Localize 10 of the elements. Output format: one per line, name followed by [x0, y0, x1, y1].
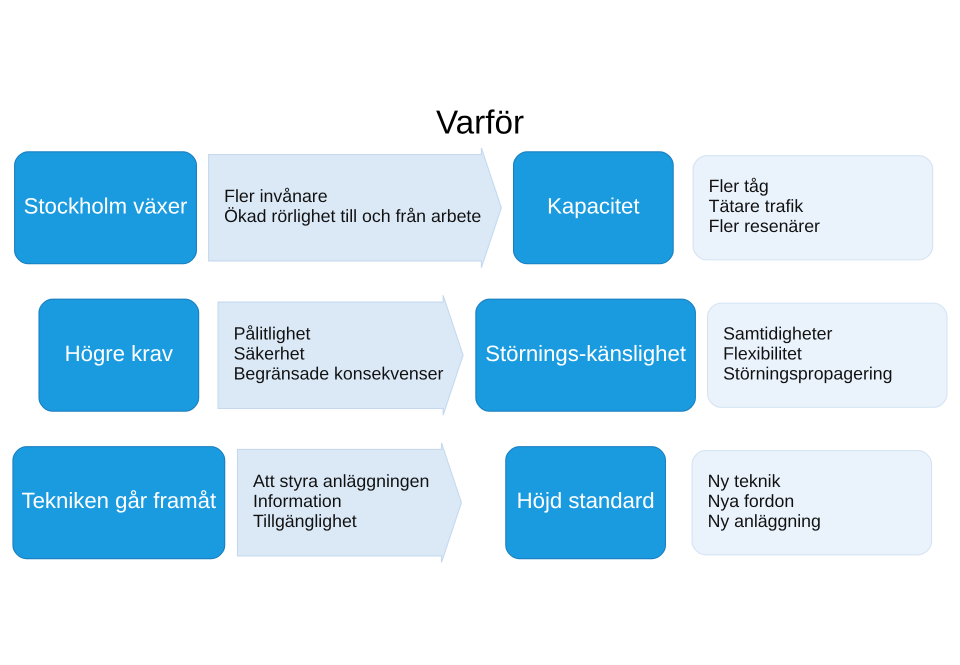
node-box: Samtidigheter Flexibilitet Störningspropagering [707, 302, 948, 408]
node-box: Ny teknik Nya fordon Ny anläggning [692, 450, 932, 556]
node-box: Tekniken går framåt [12, 446, 226, 560]
node-box: Fler tåg Tätare trafik Fler resenärer [692, 155, 934, 260]
node-box: Höjd standard [505, 446, 666, 560]
node-box: Högre krav [38, 298, 200, 412]
node-box: Störnings-känslighet [475, 298, 696, 412]
node-box: Stockholm växer [14, 151, 197, 264]
diagram-title: Varför [436, 104, 524, 142]
node-box: Kapacitet [512, 151, 674, 264]
